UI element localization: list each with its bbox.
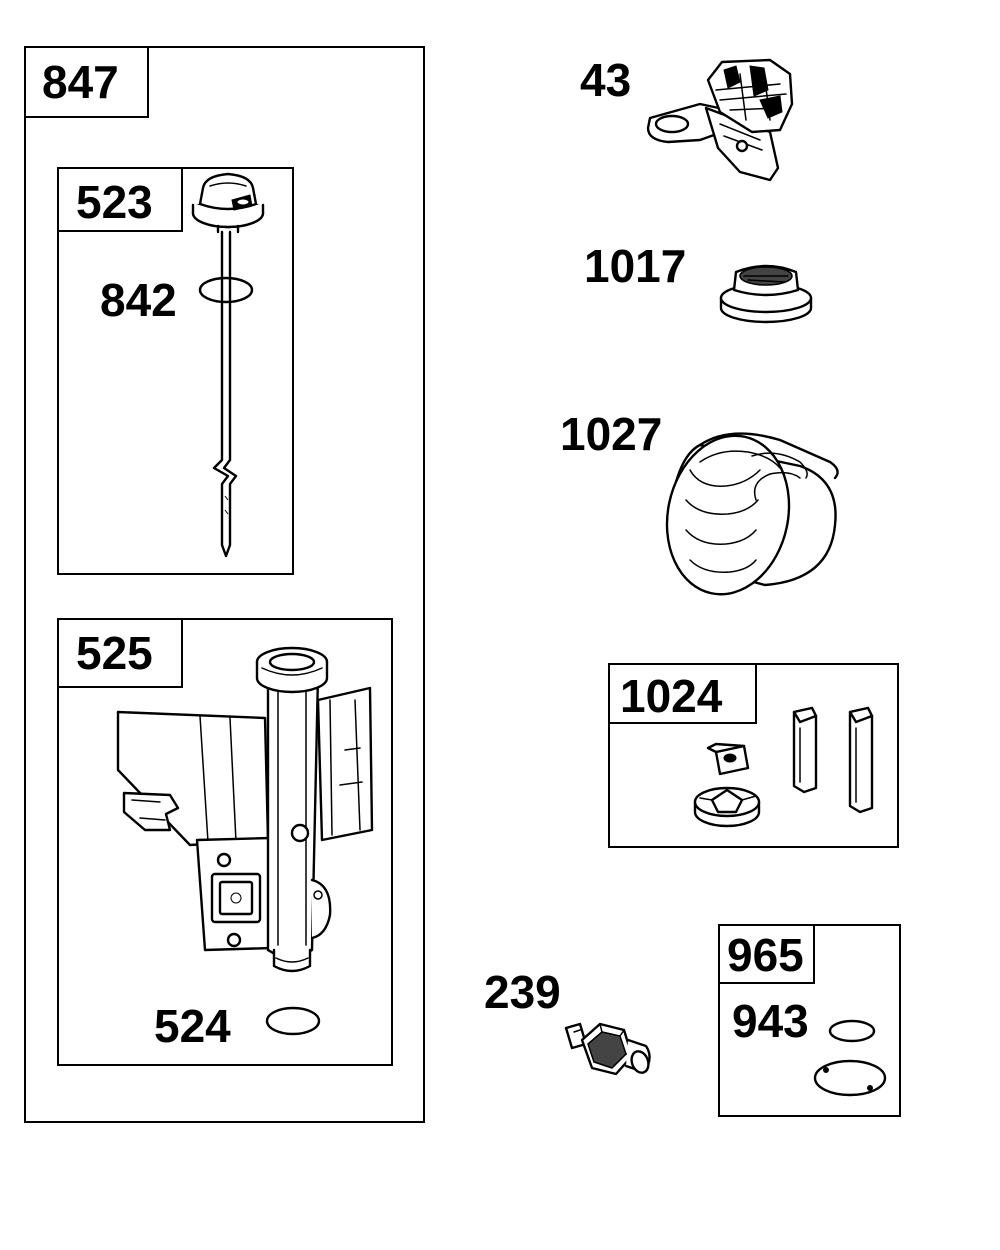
cover-plate-drawing (813, 1059, 887, 1097)
dipstick-blade-drawing (212, 230, 238, 558)
part-label-525: 525 (76, 627, 153, 679)
kit-1024-clip-b-drawing (848, 706, 874, 814)
oil-filter-1027-drawing (665, 432, 839, 596)
part-label-43: 43 (580, 54, 631, 106)
part-label-847: 847 (42, 56, 119, 108)
kit-1024-nut-drawing (706, 742, 750, 776)
part-label-1027: 1027 (560, 408, 662, 460)
kit-965-group: 965 943 (718, 924, 901, 1117)
kit-965-label-box (718, 924, 815, 984)
part-label-842: 842 (100, 274, 177, 326)
kit-847-group: 847 (24, 46, 425, 1123)
kit-523-frame (57, 167, 294, 575)
part-label-523: 523 (76, 176, 153, 228)
o-ring-524-drawing (265, 1006, 321, 1036)
part-label-943: 943 (732, 995, 809, 1047)
pressure-switch-239-drawing (564, 1022, 651, 1076)
kit-525-frame (57, 618, 393, 1066)
kit-1024-clip-a-drawing (792, 706, 818, 794)
part-43-drawing (646, 58, 794, 182)
part-label-524: 524 (154, 1000, 231, 1052)
kit-1024-label-box (608, 663, 757, 724)
part-label-965: 965 (727, 929, 804, 981)
kit-847-frame (24, 46, 425, 1123)
kit-1024-group: 1024 (608, 663, 899, 848)
gasket-943-drawing (828, 1019, 876, 1043)
part-label-239: 239 (484, 966, 561, 1018)
kit-525-label-box (57, 618, 183, 688)
kit-525-group: 525 524 (57, 618, 393, 1066)
oil-fill-tube-drawing (116, 646, 374, 973)
dipstick-cap-drawing (191, 172, 265, 234)
o-ring-842-drawing (198, 276, 254, 304)
kit-523-label-box (57, 167, 183, 232)
part-1017-drawing (719, 264, 813, 324)
kit-523-group: 523 842 (57, 167, 294, 575)
part-label-1017: 1017 (584, 240, 686, 292)
kit-847-label-box (24, 46, 149, 118)
kit-1024-wheel-drawing (693, 786, 761, 828)
part-label-1024: 1024 (620, 670, 723, 722)
